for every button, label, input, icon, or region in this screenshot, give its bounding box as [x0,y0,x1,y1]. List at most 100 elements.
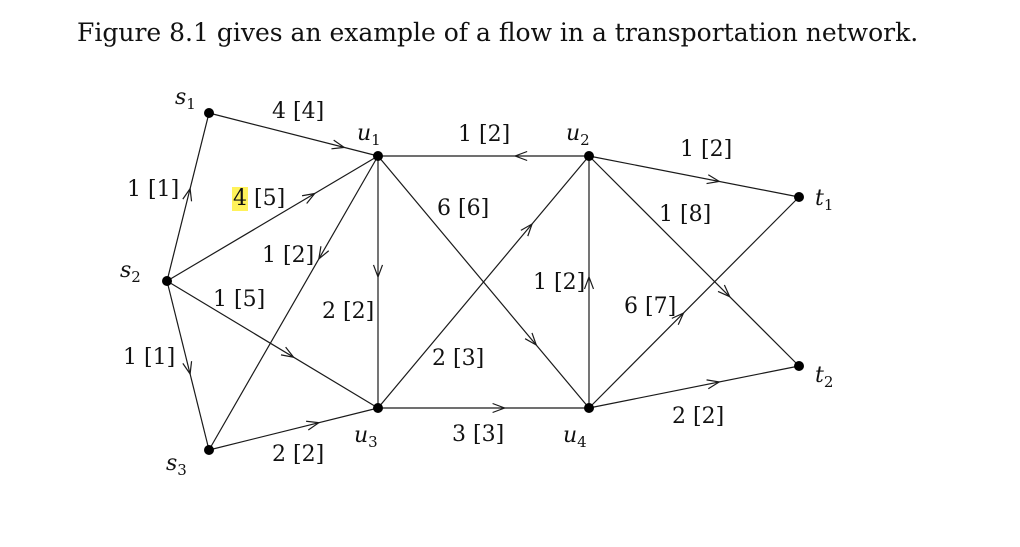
figure-caption: Figure 8.1 gives an example of a flow in… [77,18,919,47]
node-t1 [794,192,804,202]
edge-s2-s3-capacity: [1] [137,345,175,370]
edge-u4-t2-flow: 2 [672,404,686,429]
node-s2 [162,276,172,286]
edge-u3-u2-flow: 2 [432,346,446,371]
node-label-u4: u4 [563,423,587,451]
edge-u4-t1-flow: 6 [624,294,638,319]
edge-s3-u3-label: 2 [2] [272,442,324,467]
flow-highlight-marker [232,187,248,211]
edge-u1-u3-capacity: [2] [336,299,374,324]
edge-u2-t2 [588,155,800,367]
edge-s2-u1-capacity: [5] [247,186,285,211]
edge-s2-s1-arrowhead [182,186,193,202]
node-label-t1: t1 [815,186,833,214]
edge-u3-u4-arrowhead [492,402,507,414]
edge-s2-s3 [166,280,210,451]
edge-u2-u1-flow: 1 [458,122,472,147]
edge-u3-u4-flow: 3 [452,422,466,447]
edge-u4-t2-arrowhead [706,379,721,390]
node-u1 [373,151,383,161]
edge-u1-s3-capacity: [2] [276,243,314,268]
edge-u2-t1-capacity: [2] [694,137,732,162]
edge-s2-u1-arrowhead [301,192,317,204]
node-label-s3: s3 [166,451,187,479]
edge-u1-s3 [208,155,379,451]
edge-u2-u1-label: 1 [2] [458,122,510,147]
edge-u1-s3-arrowhead [317,246,330,261]
edge-s3-u3 [208,407,379,451]
edge-s1-u1-label: 4 [4] [272,99,324,124]
edge-s2-s1-capacity: [1] [141,177,179,202]
edge-u1-u4-label: 6 [6] [437,196,489,221]
edge-s2-u1-label: 4 [5] [233,186,285,211]
node-s3 [204,445,214,455]
edge-u4-u2-arrowhead [583,275,595,290]
edge-s3-u3-flow: 2 [272,442,286,467]
edge-u2-t1-arrowhead [706,174,721,185]
edge-u1-u4-arrowhead [524,332,538,347]
edge-s2-s1-flow: 1 [127,177,141,202]
edge-u1-u3-label: 2 [2] [322,299,374,324]
node-u4 [584,403,594,413]
node-t2 [794,361,804,371]
edge-u4-t1 [588,196,800,409]
edge-s1-u1-capacity: [4] [286,99,324,124]
edge-s2-s3-arrowhead [182,361,193,376]
edge-s2-u3-capacity: [5] [227,287,265,312]
node-u3 [373,403,383,413]
edge-u3-u2-capacity: [3] [446,346,484,371]
edge-u4-t1-arrowhead [671,311,685,325]
node-label-u3: u3 [354,423,378,451]
edge-s2-u3 [166,280,379,409]
edge-u2-t2-flow: 1 [659,202,673,227]
node-label-u2: u2 [566,121,590,149]
edge-s1-u1 [208,112,379,157]
edge-u2-t1-flow: 1 [680,137,694,162]
edge-u4-u2-capacity: [2] [547,270,585,295]
edge-u2-u1-capacity: [2] [472,122,510,147]
edge-u4-t1-label: 6 [7] [624,294,676,319]
edge-s2-s3-label: 1 [1] [123,345,175,370]
edge-u2-t1-label: 1 [2] [680,137,732,162]
edge-s2-s1 [166,112,210,282]
edge-s2-u1 [166,155,379,282]
edge-s1-u1-arrowhead [331,139,346,150]
edge-u1-s3-flow: 1 [262,243,276,268]
edge-u2-t2-arrowhead [717,284,731,298]
edge-u1-u4-capacity: [6] [451,196,489,221]
edge-s2-u3-arrowhead [280,346,296,359]
edge-u2-u1-arrowhead [513,150,528,162]
edge-u1-u3-arrowhead [372,264,384,279]
edge-u4-u2-label: 1 [2] [533,270,585,295]
node-s1 [204,108,214,118]
node-label-s1: s1 [175,85,196,113]
edge-u3-u4-capacity: [3] [466,422,504,447]
edge-s2-s1-label: 1 [1] [127,177,179,202]
edge-u4-t2-label: 2 [2] [672,404,724,429]
edge-u3-u4-label: 3 [3] [452,422,504,447]
edge-u1-u3-flow: 2 [322,299,336,324]
edge-u4-u2-flow: 1 [533,270,547,295]
edge-u1-u4-flow: 6 [437,196,451,221]
edge-u4-t2-capacity: [2] [686,404,724,429]
edge-u2-t2-capacity: [8] [673,202,711,227]
node-label-s2: s2 [120,258,141,286]
edge-s2-u3-flow: 1 [213,287,227,312]
edge-s3-u3-arrowhead [306,420,321,431]
edge-u4-t1-capacity: [7] [638,294,676,319]
edge-u3-u2-label: 2 [3] [432,346,484,371]
edge-s3-u3-capacity: [2] [286,442,324,467]
edge-s2-u1-flow: 4 [233,186,247,211]
edge-s2-u3-label: 1 [5] [213,287,265,312]
edge-s2-s3-flow: 1 [123,345,137,370]
node-u2 [584,151,594,161]
edge-u1-s3-label: 1 [2] [262,243,314,268]
edge-u3-u2 [377,155,590,409]
node-label-u1: u1 [357,121,381,149]
edge-u2-t1 [588,155,800,198]
edge-u3-u2-arrowhead [520,222,534,237]
node-label-t2: t2 [815,363,833,391]
edge-u2-t2-label: 1 [8] [659,202,711,227]
edge-s1-u1-flow: 4 [272,99,286,124]
